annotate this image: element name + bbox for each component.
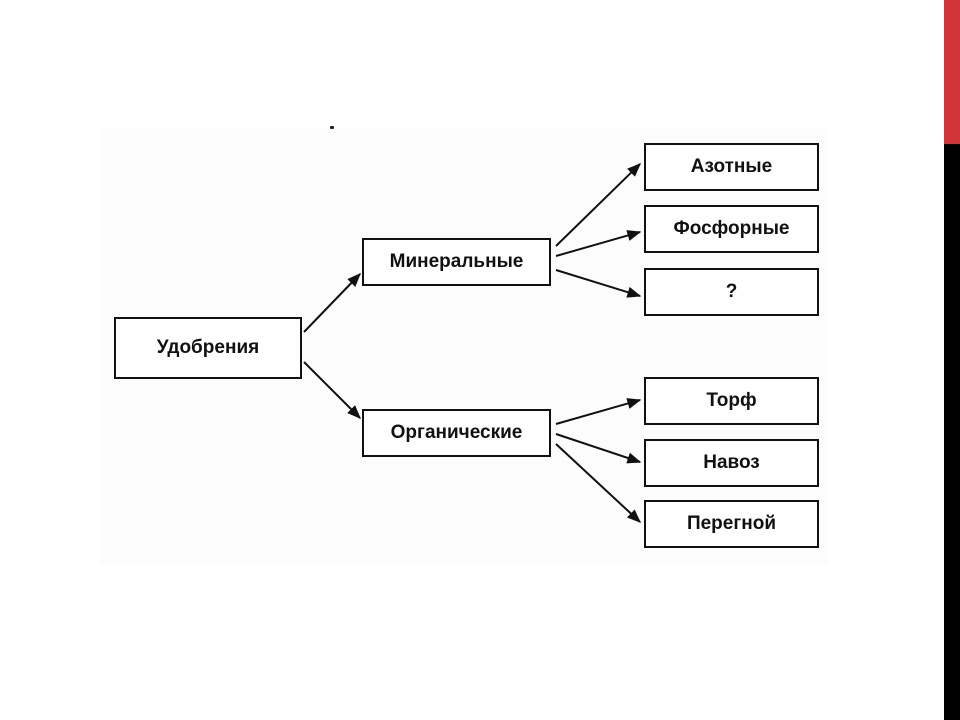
node-organic: Органические: [362, 409, 551, 457]
arrow-mineral-to-nitrogen: [555, 163, 642, 247]
node-root: Удобрения: [114, 317, 302, 379]
node-nitrogen: Азотные: [644, 143, 819, 191]
arrow-organic-to-manure: [555, 433, 642, 464]
arrow-organic-to-peat: [555, 398, 642, 425]
node-mineral: Минеральные: [362, 238, 551, 286]
node-mineral-label: Минеральные: [389, 251, 524, 272]
node-humus-label: Перегной: [686, 513, 777, 534]
arrow-root-to-organic: [303, 361, 361, 419]
node-nitrogen-label: Азотные: [690, 156, 773, 177]
slide-accent-band-red: [944, 0, 960, 144]
arrow-organic-to-humus: [555, 443, 642, 523]
node-organic-label: Органические: [390, 422, 523, 443]
node-manure-label: Навоз: [703, 452, 760, 473]
node-peat-label: Торф: [706, 390, 757, 411]
slide-accent-band-black: [944, 144, 960, 720]
node-peat: Торф: [644, 377, 819, 425]
node-phosphorus: Фосфорные: [644, 205, 819, 253]
node-phosphorus-label: Фосфорные: [673, 218, 790, 239]
arrow-root-to-mineral: [303, 272, 361, 333]
node-unknown: ?: [644, 268, 819, 316]
arrow-mineral-to-phosphorus: [555, 230, 642, 257]
arrow-mineral-to-unknown: [555, 269, 642, 298]
node-unknown-label: ?: [725, 281, 738, 302]
node-manure: Навоз: [644, 439, 819, 487]
node-humus: Перегной: [644, 500, 819, 548]
scan-speck: [330, 126, 334, 129]
node-root-label: Удобрения: [156, 337, 260, 358]
